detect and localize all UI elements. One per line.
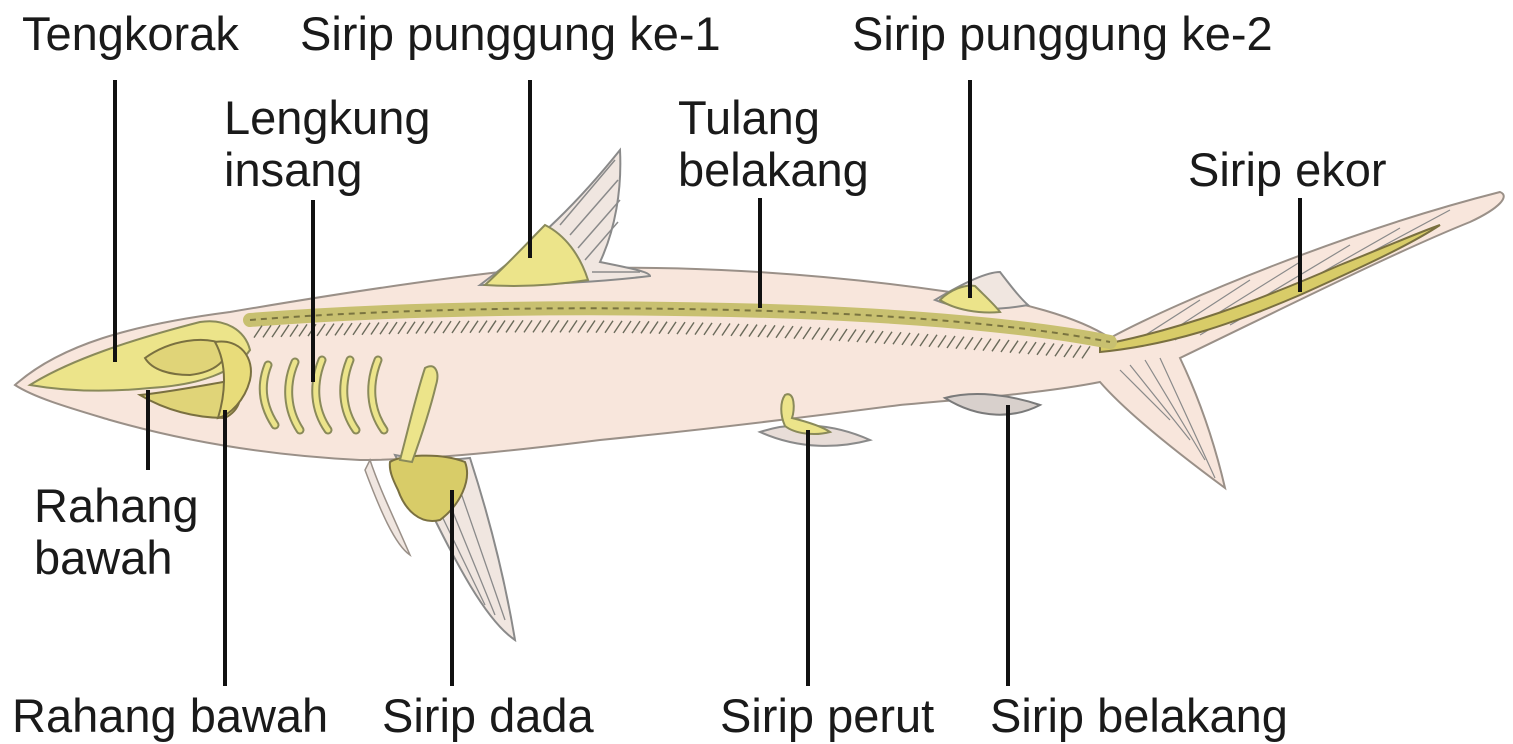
label-sirip-punggung-1: Sirip punggung ke-1 (300, 8, 721, 60)
label-sirip-perut: Sirip perut (720, 690, 934, 742)
label-lengkung-insang: Lengkung insang (224, 92, 430, 196)
label-sirip-punggung-2: Sirip punggung ke-2 (852, 8, 1273, 60)
label-sirip-ekor: Sirip ekor (1188, 144, 1387, 196)
label-sirip-dada: Sirip dada (382, 690, 594, 742)
label-sirip-belakang: Sirip belakang (990, 690, 1288, 742)
label-rahang-bawah-left: Rahang bawah (34, 480, 199, 584)
label-tengkorak: Tengkorak (22, 8, 239, 60)
label-tulang-belakang: Tulang belakang (678, 92, 869, 196)
anal-fin (945, 394, 1040, 415)
label-rahang-bawah-bottom: Rahang bawah (12, 690, 328, 742)
